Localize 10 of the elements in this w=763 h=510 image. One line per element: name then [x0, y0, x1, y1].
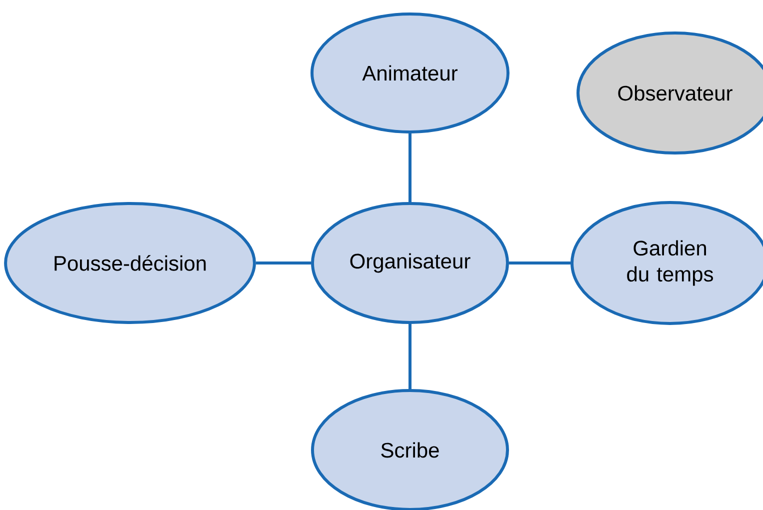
connector-line [408, 134, 412, 202]
connector-line [408, 324, 412, 389]
ellipse-node: Scribe [311, 388, 509, 510]
connector-line [256, 261, 311, 264]
ellipse-node: Organisateur [311, 202, 509, 324]
ellipse-node: Pousse-décision [4, 202, 256, 324]
ellipse-node: Gardien du temps [570, 200, 763, 325]
connector-line [509, 261, 570, 264]
ellipse-node: Animateur [310, 12, 510, 134]
ellipse-node: Observateur [576, 32, 763, 154]
